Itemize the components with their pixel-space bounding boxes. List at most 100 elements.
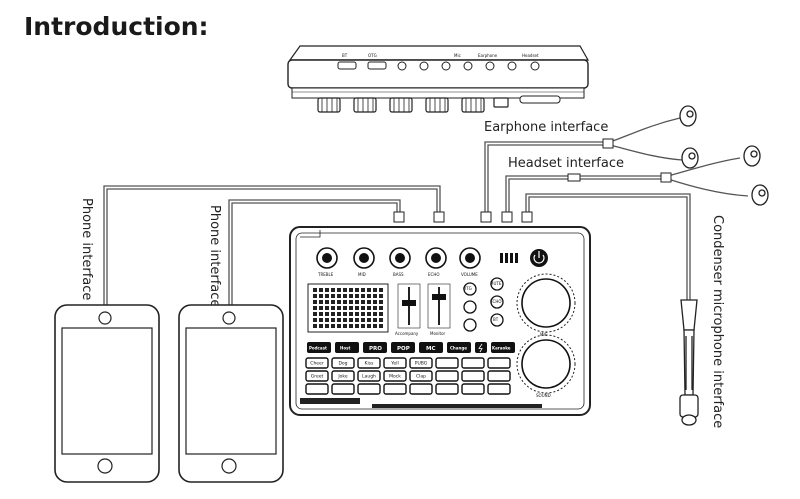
effect-button[interactable] <box>487 383 511 395</box>
effect-button[interactable] <box>331 370 355 382</box>
side-button-label-mute: MUTE <box>490 281 502 286</box>
led-cell <box>337 294 341 298</box>
earphone-interface-label: Earphone interface <box>484 120 608 135</box>
mode-button-change[interactable] <box>447 342 471 353</box>
led-cell <box>319 288 323 292</box>
flash-button[interactable] <box>475 342 487 353</box>
led-cell <box>325 306 329 310</box>
effect-button[interactable] <box>409 370 433 382</box>
mode-button-pro[interactable] <box>363 342 387 353</box>
effect-button[interactable] <box>305 383 329 395</box>
effect-button[interactable] <box>435 357 459 369</box>
phone-interface-label-left: Phone interface <box>79 198 94 300</box>
back-port-label-otg: OTG <box>368 53 377 58</box>
led-cell <box>313 312 317 316</box>
phone-left <box>54 304 160 483</box>
mode-button-host[interactable] <box>335 342 359 353</box>
mode-label-podcast: Podcast <box>309 346 327 351</box>
led-cell <box>373 306 377 310</box>
monitor-fader-handle[interactable] <box>432 294 446 300</box>
led-cell <box>313 288 317 292</box>
back-port-label-headset: Headset <box>522 53 539 58</box>
led-cell <box>313 324 317 328</box>
led-cell <box>349 318 353 322</box>
led-cell <box>373 318 377 322</box>
led-cell <box>361 294 365 298</box>
headset-interface-label: Headset interface <box>508 156 624 171</box>
led-cell <box>337 324 341 328</box>
led-cell <box>325 294 329 298</box>
mic-dial[interactable] <box>521 278 571 328</box>
led-cell <box>367 294 371 298</box>
effect-button[interactable] <box>435 383 459 395</box>
led-cell <box>355 312 359 316</box>
mode-label-host: Host <box>340 346 350 351</box>
led-cell <box>319 324 323 328</box>
mode-button-pop[interactable] <box>391 342 415 353</box>
led-cell <box>373 300 377 304</box>
led-cell <box>361 306 365 310</box>
led-cell <box>355 288 359 292</box>
effect-button[interactable] <box>383 383 407 395</box>
led-cell <box>325 312 329 316</box>
effect-button[interactable] <box>357 370 381 382</box>
effect-button-label: Laugh <box>362 374 376 380</box>
knob-label-mid: MID <box>358 272 366 277</box>
sound-dial[interactable] <box>521 339 571 389</box>
led-cell <box>349 306 353 310</box>
fader-label-monitor: Monitor <box>430 331 446 336</box>
led-matrix-display <box>313 288 383 328</box>
effect-button-label: Kiss <box>365 361 375 367</box>
led-cell <box>343 300 347 304</box>
knob-label-echo: ECHO <box>428 272 439 277</box>
led-cell <box>325 324 329 328</box>
mode-button-podcast[interactable] <box>307 342 331 353</box>
led-cell <box>337 288 341 292</box>
side-button-label-bt: BT <box>493 317 499 322</box>
effect-button[interactable] <box>487 370 511 382</box>
effect-button-label: PUBG <box>415 361 428 367</box>
effect-button[interactable] <box>461 383 485 395</box>
led-cell <box>361 300 365 304</box>
mode-button-row: Podcast Host PRO POP MC Change Karaoke <box>307 342 515 353</box>
led-cell <box>379 318 383 322</box>
effect-button[interactable] <box>357 357 381 369</box>
effect-button[interactable] <box>357 383 381 395</box>
led-cell <box>343 318 347 322</box>
led-cell <box>379 306 383 310</box>
effect-button[interactable] <box>409 357 433 369</box>
effect-button[interactable] <box>409 383 433 395</box>
led-cell <box>367 318 371 322</box>
effect-button[interactable] <box>461 370 485 382</box>
fader-label-accompany: Accompany <box>395 331 419 336</box>
led-cell <box>337 312 341 316</box>
effect-button[interactable] <box>383 370 407 382</box>
effect-button[interactable] <box>331 357 355 369</box>
phone-right <box>178 304 284 483</box>
led-cell <box>367 288 371 292</box>
mode-button-mc[interactable] <box>419 342 443 353</box>
accompany-fader-handle[interactable] <box>402 300 416 306</box>
led-cell <box>319 306 323 310</box>
effect-button[interactable] <box>435 370 459 382</box>
led-cell <box>331 318 335 322</box>
effect-button[interactable] <box>383 357 407 369</box>
led-cell <box>355 294 359 298</box>
side-button-label-otg: OTG <box>463 286 472 291</box>
led-cell <box>319 318 323 322</box>
led-cell <box>373 312 377 316</box>
effect-button-label: Joke <box>337 374 348 380</box>
effect-button[interactable] <box>305 370 329 382</box>
side-button-label-echo: ECHO <box>490 299 501 304</box>
effect-button-label: Yell <box>390 361 398 367</box>
effect-button[interactable] <box>461 357 485 369</box>
led-cell <box>319 300 323 304</box>
led-cell <box>361 288 365 292</box>
led-cell <box>331 312 335 316</box>
effect-button[interactable] <box>487 357 511 369</box>
led-cell <box>367 300 371 304</box>
led-cell <box>367 306 371 310</box>
mode-button-karaoke[interactable] <box>491 342 515 353</box>
effect-button[interactable] <box>305 357 329 369</box>
effect-button[interactable] <box>331 383 355 395</box>
